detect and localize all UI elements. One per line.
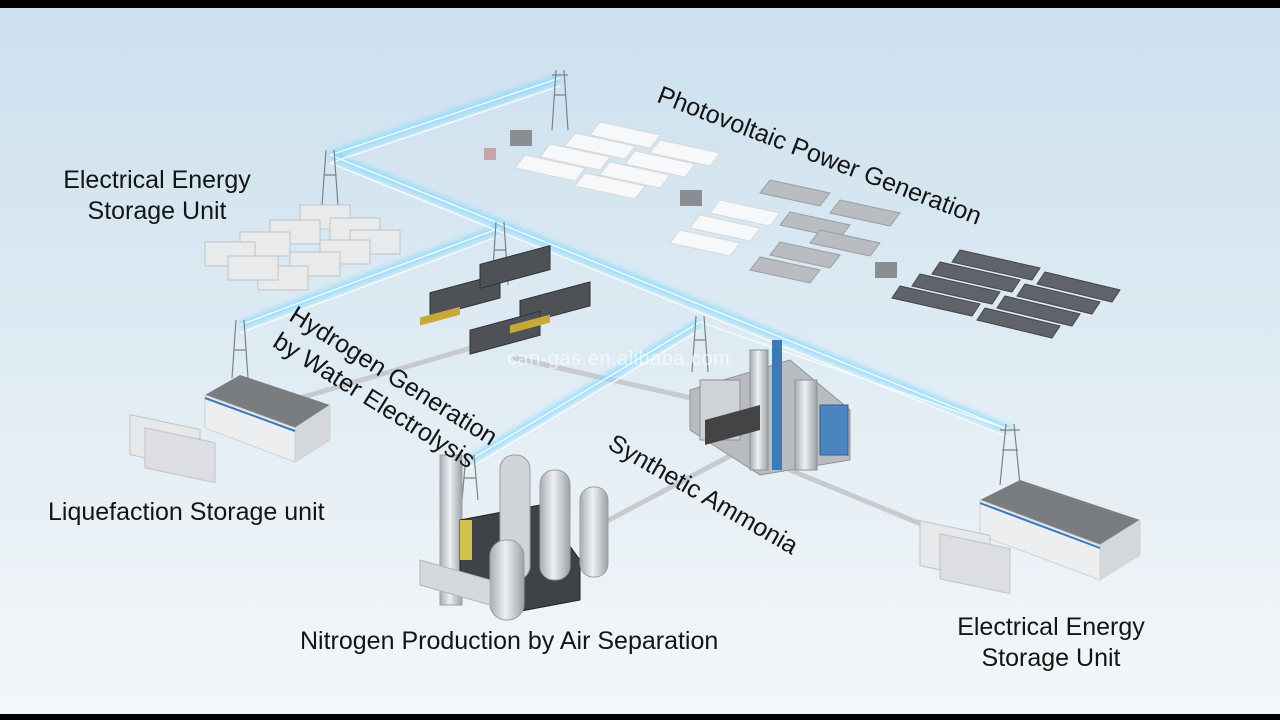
liquefaction-building: [129, 375, 331, 484]
label-electrical-energy-storage-bottom: Electrical Energy Storage Unit: [957, 613, 1145, 672]
watermark: can-gas.en.alibaba.com: [507, 348, 731, 370]
electrolysers: [420, 244, 591, 355]
tower: [321, 149, 339, 206]
ammonia-plant: [689, 340, 851, 476]
letterbox-top: [0, 0, 1280, 8]
tower: [551, 69, 569, 131]
tower: [461, 454, 479, 501]
label-electrical-energy-storage-top: Electrical Energy Storage Unit: [63, 166, 251, 225]
ees-building: [919, 480, 1141, 595]
pv-field-dark: [891, 249, 1121, 339]
air-separation-plant: [419, 454, 609, 621]
pv-field-white: [514, 121, 781, 257]
tower: [691, 315, 709, 373]
letterbox-bottom: [0, 714, 1280, 720]
pv-inverters: [484, 130, 897, 278]
tower: [231, 319, 249, 379]
tower: [999, 423, 1021, 486]
label-liquefaction-storage: Liquefaction Storage unit: [48, 498, 325, 526]
ees-containers: [204, 204, 401, 291]
label-nitrogen-production: Nitrogen Production by Air Separation: [300, 627, 719, 655]
power-lines: [239, 77, 1011, 469]
pv-field-silver: [749, 179, 901, 284]
